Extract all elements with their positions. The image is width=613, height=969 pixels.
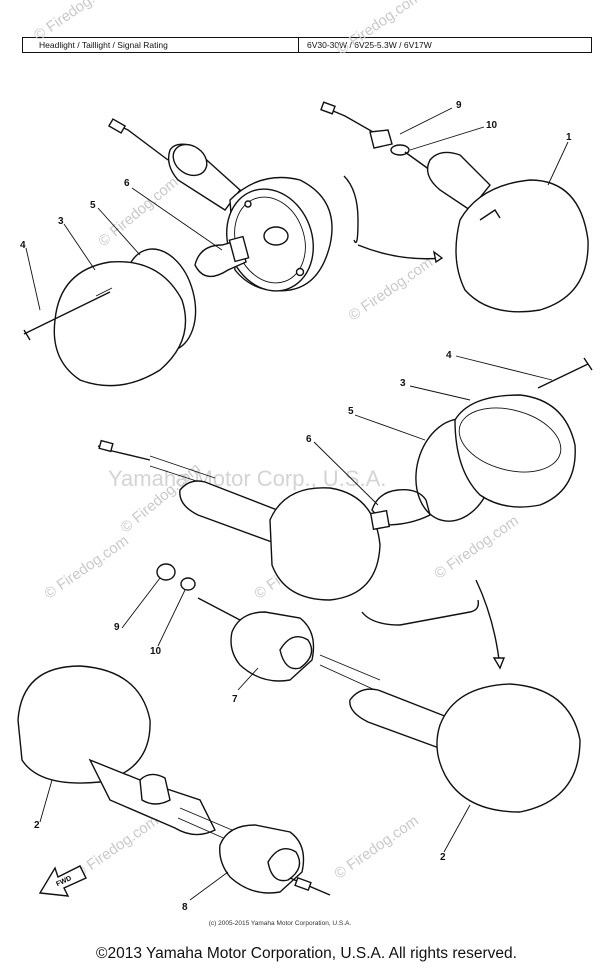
signal-housing: [17, 665, 151, 784]
part-label-9: 9: [114, 622, 120, 633]
leader-line: [131, 187, 223, 251]
connector: [107, 118, 127, 134]
socket-hole: [263, 226, 289, 246]
leader-line: [455, 355, 553, 381]
signal-housing: [436, 683, 581, 813]
bulb-base: [228, 235, 250, 263]
part-label-6: 6: [306, 434, 312, 445]
screw-head: [23, 329, 31, 341]
connector: [294, 876, 312, 892]
washer: [180, 577, 196, 591]
copyright-notice: ©2013 Yamaha Motor Corporation, U.S.A. A…: [96, 945, 517, 962]
part-label-1: 1: [566, 132, 572, 143]
arrow-head: [432, 250, 444, 264]
spec-label: Headlight / Taillight / Signal Rating: [23, 38, 299, 52]
part-label-2: 2: [34, 820, 40, 831]
watermark-text: © Firedog.com: [346, 254, 437, 324]
bracket-slot: [267, 848, 301, 882]
group-bracket: [343, 175, 359, 244]
stem-collar: [139, 773, 171, 805]
leader-line: [354, 414, 426, 441]
upper-signal-assembly: [23, 118, 333, 387]
part-label-5: 5: [348, 406, 354, 417]
screw: [537, 363, 589, 389]
lower-signal-bar-assembly: FWD: [17, 563, 581, 897]
lens: [454, 394, 576, 508]
part-label-9: 9: [456, 100, 462, 111]
arrow-head: [492, 657, 506, 670]
part-label-4: 4: [446, 350, 452, 361]
part-label-6: 6: [124, 178, 130, 189]
leader-line: [39, 779, 53, 823]
leader-line: [409, 385, 471, 401]
thread: [404, 151, 431, 171]
watermark-text: © Firedog.com: [431, 512, 522, 582]
leader-line: [237, 667, 259, 691]
stem-collar: [172, 143, 208, 177]
screw-thread: [95, 287, 113, 297]
watermark-text: © Firedog.com: [331, 812, 422, 882]
leader-lines: [25, 107, 569, 901]
part-label-7: 7: [232, 694, 238, 705]
lens-mark: [479, 209, 501, 221]
leader-line: [399, 107, 453, 135]
part-label-2: 2: [440, 852, 446, 863]
spec-value: 6V30-30W / 6V25-5.3W / 6V17W: [307, 40, 432, 50]
part-label-10: 10: [486, 120, 498, 131]
leader-line: [189, 871, 229, 901]
screw-hole: [295, 267, 305, 277]
watermark-owner: Yamaha Motor Corp., U.S.A.: [108, 466, 386, 491]
part-label-10: 10: [150, 646, 162, 657]
stud: [197, 597, 241, 621]
leader-line: [313, 441, 379, 506]
leader-line: [97, 207, 141, 256]
connector: [98, 439, 114, 453]
part-label-4: 4: [20, 240, 26, 251]
assembly-arrow: [475, 579, 501, 669]
spec-table: Headlight / Taillight / Signal Rating 6V…: [22, 37, 592, 53]
assembled-signal-unit: [320, 101, 589, 313]
watermark-text: © Firedog.com: [71, 812, 162, 882]
washer: [390, 144, 410, 156]
nut: [369, 129, 393, 149]
part-labels: 9 10 1 6 5 3 4 4 3 5 6 9 10 7 2 2 8: [20, 100, 572, 913]
lens: [53, 260, 187, 387]
signal-housing: [269, 487, 381, 601]
lens-rim: [458, 407, 562, 473]
leader-line: [63, 223, 96, 271]
watermark-text: © Firedog.com: [31, 0, 122, 45]
bracket-slot: [279, 636, 313, 670]
leader-line: [25, 247, 41, 311]
part-label-8: 8: [182, 902, 188, 913]
fwd-arrow-icon: [38, 865, 87, 897]
signal-housing: [455, 179, 589, 313]
leader-line: [121, 577, 161, 629]
part-label-5: 5: [90, 200, 96, 211]
stud-thread: [319, 654, 381, 691]
leader-line: [443, 804, 471, 853]
watermark-text: © Firedog.com: [95, 174, 181, 250]
part-label-3: 3: [58, 216, 64, 227]
stud-thread: [177, 807, 233, 841]
nut: [156, 563, 176, 581]
leader-line: [547, 141, 569, 186]
screw-head: [583, 357, 593, 371]
footer-small-copyright: (c) 2005-2015 Yamaha Motor Corporation, …: [208, 920, 352, 927]
bulb-base: [369, 509, 391, 531]
middle-signal-assembly: [97, 357, 593, 601]
group-bracket: [361, 599, 480, 626]
leader-line: [157, 589, 186, 647]
screw-hole: [244, 200, 252, 208]
part-label-3: 3: [400, 378, 406, 389]
leader-line: [409, 126, 485, 151]
assembly-arrow: [357, 244, 443, 260]
watermark-text: © Firedog.com: [334, 0, 425, 59]
connector: [320, 101, 336, 115]
watermark-text: © Firedog.com: [41, 532, 132, 602]
screw: [23, 291, 111, 335]
